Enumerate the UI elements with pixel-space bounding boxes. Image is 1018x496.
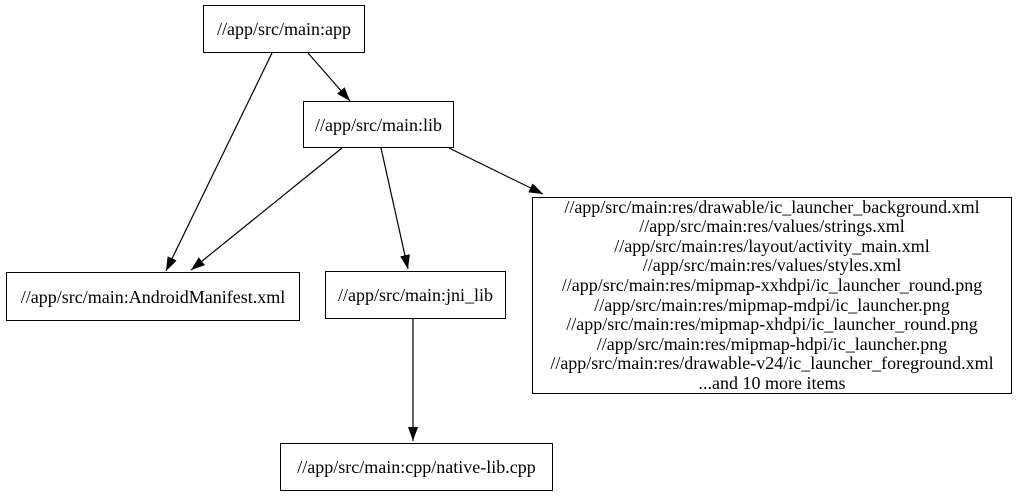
node-app: //app/src/main:app	[203, 5, 365, 53]
node-androidmanifest: //app/src/main:AndroidManifest.xml	[6, 272, 300, 321]
edge-app-to-androidmanifest	[165, 52, 273, 272]
node-resgroup-more-items: ...and 10 more items	[698, 372, 846, 393]
edge-lib-to-androidmanifest	[190, 147, 343, 271]
node-resgroup-line: //app/src/main:res/mipmap-xxhdpi/ic_laun…	[561, 274, 983, 295]
edge-lib-to-resgroup	[448, 147, 544, 195]
node-resgroup-line: //app/src/main:res/values/styles.xml	[642, 255, 902, 276]
node-app-label: //app/src/main:app	[217, 19, 351, 39]
node-nativelibcpp-label: //app/src/main:cpp/native-lib.cpp	[297, 457, 536, 477]
node-jnilib: //app/src/main:jni_lib	[325, 271, 506, 319]
node-nativelibcpp: //app/src/main:cpp/native-lib.cpp	[280, 443, 553, 491]
node-resgroup: //app/src/main:res/drawable/ic_launcher_…	[532, 197, 1012, 394]
node-resgroup-line: //app/src/main:res/mipmap-mdpi/ic_launch…	[594, 294, 950, 315]
node-resgroup-line: //app/src/main:res/mipmap-hdpi/ic_launch…	[596, 333, 948, 354]
node-androidmanifest-label: //app/src/main:AndroidManifest.xml	[20, 286, 286, 307]
node-resgroup-line: //app/src/main:res/drawable-v24/ic_launc…	[550, 353, 994, 374]
edge-lib-to-jnilib	[380, 147, 410, 270]
node-resgroup-line: //app/src/main:res/layout/activity_main.…	[614, 235, 930, 256]
node-lib: //app/src/main:lib	[303, 101, 454, 148]
node-lib-label: //app/src/main:lib	[315, 114, 442, 135]
edge-app-to-lib	[307, 52, 351, 102]
node-resgroup-line: //app/src/main:res/values/strings.xml	[639, 216, 905, 237]
node-jnilib-label: //app/src/main:jni_lib	[338, 285, 493, 305]
node-resgroup-line: //app/src/main:res/mipmap-xhdpi/ic_launc…	[566, 314, 978, 335]
node-resgroup-line: //app/src/main:res/drawable/ic_launcher_…	[564, 196, 980, 217]
